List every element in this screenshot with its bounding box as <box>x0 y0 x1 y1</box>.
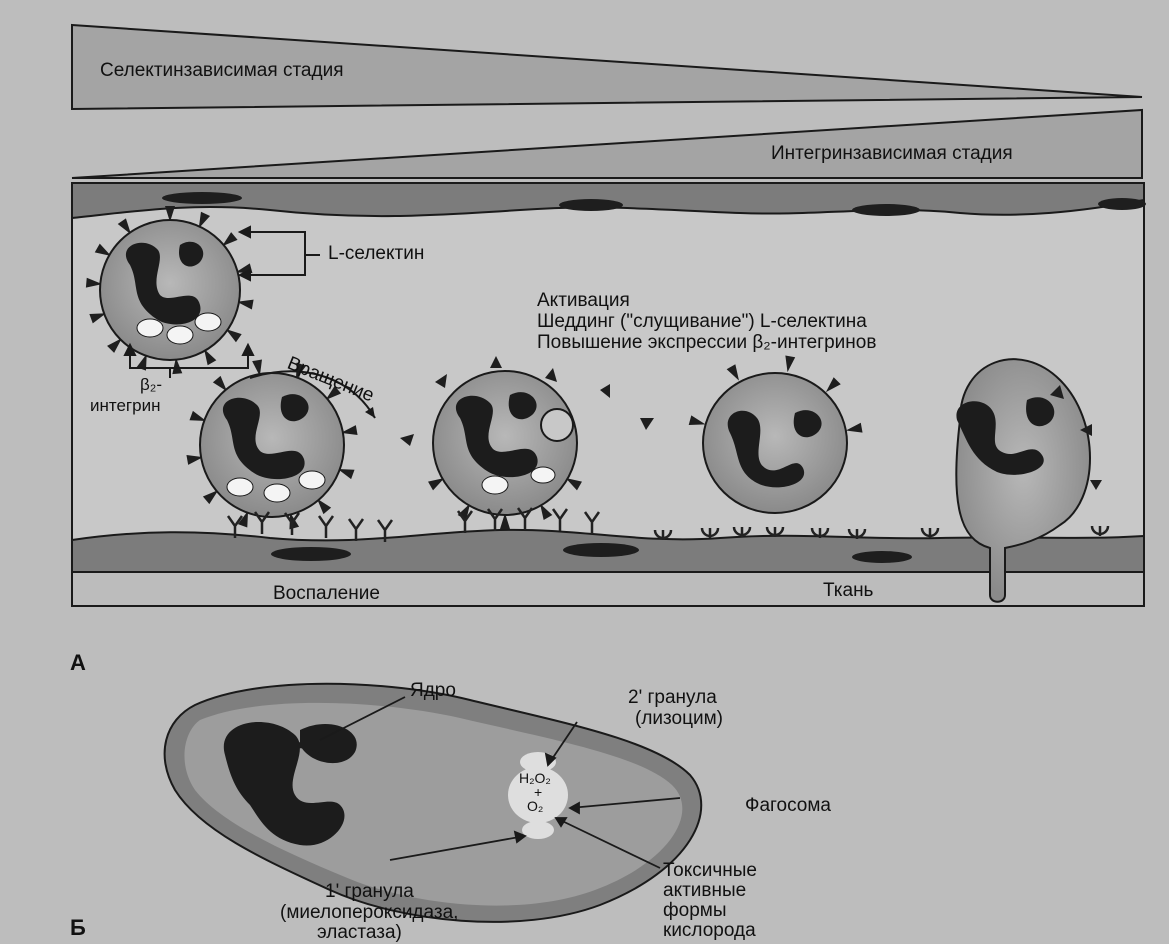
granule1-label-line1: 1' гранула <box>325 881 414 903</box>
granule1-label-line3: эластаза) <box>317 922 402 944</box>
toxic-oxygen-line-3: формы <box>663 900 727 922</box>
toxic-oxygen-line-4: кислорода <box>663 920 756 942</box>
phagosome-label: Фагосома <box>745 795 831 817</box>
granule1-label-line2: (миелопероксидаза, <box>280 902 458 924</box>
toxic-oxygen-line-2: активные <box>663 880 746 902</box>
o2-label: O₂ <box>527 798 543 814</box>
toxic-oxygen-line-1: Токсичные <box>663 860 757 882</box>
granule2-label-line2: (лизоцим) <box>635 708 723 730</box>
granule2-label-line1: 2' гранула <box>628 687 717 709</box>
panel-b-letter: Б <box>70 915 86 940</box>
nucleus-label: Ядро <box>410 680 456 702</box>
